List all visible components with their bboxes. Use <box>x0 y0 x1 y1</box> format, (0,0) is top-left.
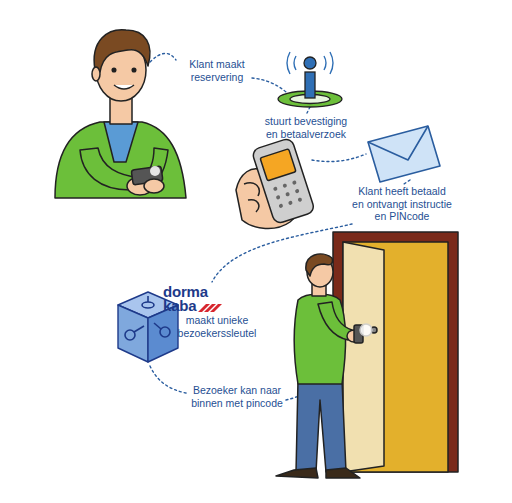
customer-figure <box>55 30 186 198</box>
step-label: maakt unieke bezoekerssleutel <box>172 314 262 339</box>
brand-logo: dorma <box>163 285 223 299</box>
logo-mark <box>198 304 222 312</box>
info-icon <box>278 52 342 107</box>
brand-logo: kaba <box>163 299 203 313</box>
step-label: Klant maakt reservering <box>178 58 256 83</box>
visitor-figure <box>276 254 372 478</box>
envelope-icon <box>368 126 440 182</box>
step-label: Klant heeft betaald en ontvangt instruct… <box>345 185 459 223</box>
step-label: Bezoeker kan naar binnen met pincode <box>187 384 287 409</box>
phone-in-hand <box>236 137 315 228</box>
step-label: stuurt bevestiging en betaalverzoek <box>258 115 354 140</box>
door <box>333 232 458 472</box>
